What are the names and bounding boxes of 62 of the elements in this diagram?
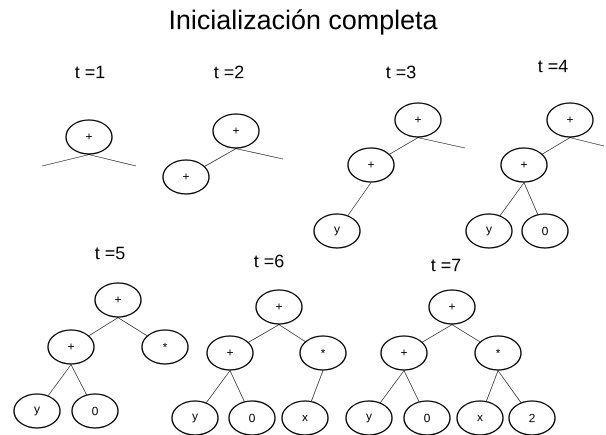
- branch-line: [248, 324, 280, 342]
- branch-line: [311, 370, 324, 402]
- tree-node: *: [141, 329, 189, 365]
- branch-line: [422, 324, 452, 342]
- tree-node: 0: [71, 393, 119, 429]
- tree-node: +: [65, 119, 113, 155]
- tree-node: +: [162, 159, 210, 195]
- tree-node: +: [546, 102, 594, 138]
- branch-line: [70, 364, 87, 395]
- tree-node: 0: [521, 213, 569, 249]
- branch-line: [348, 182, 372, 216]
- tree-node: +: [212, 113, 260, 149]
- time-label: t =4: [538, 60, 568, 72]
- branch-line: [206, 370, 230, 403]
- branch-line: [88, 154, 136, 166]
- tree-node: +: [347, 147, 395, 183]
- time-label: t =7: [431, 258, 460, 272]
- branch-line: [230, 370, 245, 402]
- tree-node: +: [47, 329, 95, 365]
- tree-node: +: [394, 102, 442, 138]
- time-label: t =6: [254, 254, 284, 268]
- branch-line: [236, 148, 284, 160]
- time-label: t =3: [386, 66, 416, 78]
- branch-line: [524, 182, 538, 214]
- tree-node: *: [299, 335, 347, 371]
- branch-line: [452, 324, 480, 342]
- tree-node: +: [94, 282, 142, 318]
- tree-node: *: [474, 335, 522, 371]
- branch-line: [380, 370, 404, 403]
- branch-line: [542, 137, 570, 154]
- branch-line: [418, 137, 466, 148]
- branch-line: [118, 317, 148, 336]
- branch-line: [500, 182, 524, 216]
- branch-line: [498, 370, 522, 403]
- tree-node: y: [313, 213, 361, 249]
- tree-node: y: [465, 213, 513, 249]
- tree-node: 0: [403, 400, 451, 435]
- tree-node: 0: [228, 400, 276, 435]
- time-label: t =1: [75, 66, 104, 78]
- tree-node: y: [13, 393, 61, 429]
- tree-node: y: [171, 400, 219, 435]
- time-label: t =2: [214, 66, 244, 78]
- branch-line: [48, 364, 72, 396]
- tree-node: +: [500, 147, 548, 183]
- tree-node: y: [345, 400, 393, 435]
- tree-node: +: [255, 289, 303, 325]
- time-label: t =5: [95, 246, 124, 260]
- branch-line: [404, 370, 420, 402]
- title: Inicialización completa: [170, 9, 438, 35]
- branch-line: [42, 154, 90, 166]
- tree-node: 2: [508, 400, 556, 435]
- branch-line: [88, 317, 118, 336]
- branch-line: [389, 137, 418, 154]
- tree-node: +: [206, 335, 254, 371]
- branch-line: [204, 148, 236, 167]
- tree-node: x: [281, 400, 329, 435]
- branch-line: [486, 370, 498, 402]
- branch-line: [278, 324, 306, 342]
- tree-node: +: [380, 335, 428, 371]
- tree-node: x: [456, 400, 504, 435]
- tree-node: +: [428, 289, 476, 325]
- branch-line: [570, 137, 604, 146]
